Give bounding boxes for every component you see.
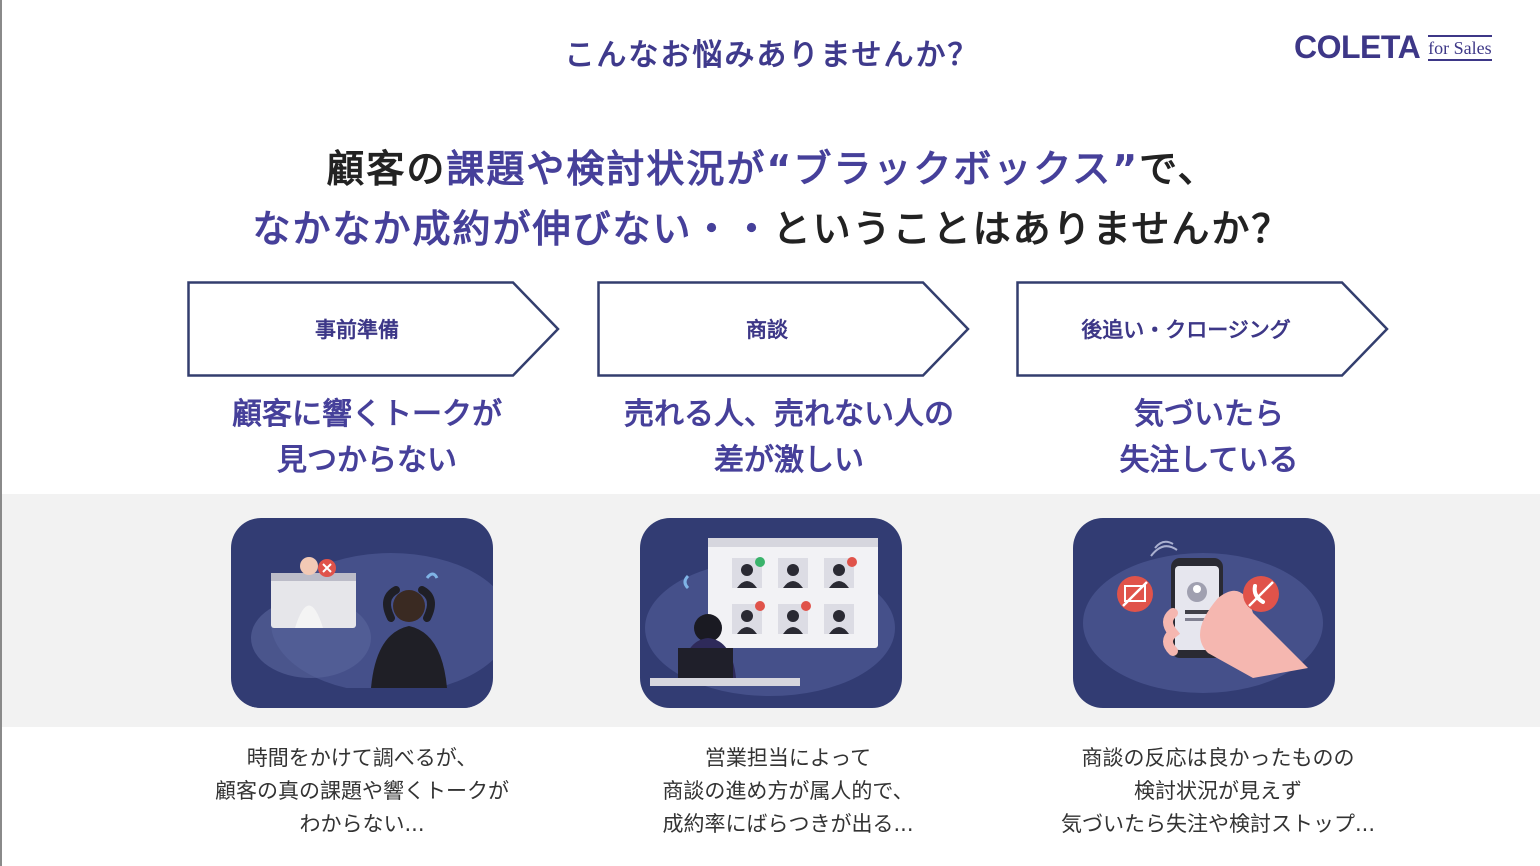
problem-line: 見つからない <box>277 443 457 478</box>
description-line: わからない... <box>299 812 425 836</box>
description-closing: 商談の反応は良かったものの 検討状況が見えず 気づいたら失注や検討ストップ... <box>998 742 1438 841</box>
problem-heading-negotiation: 売れる人、売れない人の 差が激しい <box>579 392 999 484</box>
description-line: 商談の進め方が属人的で、 <box>662 779 914 803</box>
logo-wordmark: COLETA <box>1294 29 1421 65</box>
problem-line: 差が激しい <box>714 443 864 478</box>
problem-line: 顧客に響くトークが <box>232 397 502 432</box>
brand-logo: COLETA for Sales <box>1294 30 1492 64</box>
problem-heading-preparation: 顧客に響くトークが 見つからない <box>157 392 577 484</box>
problem-line: 気づいたら <box>1134 397 1284 432</box>
problem-line: 失注している <box>1119 443 1299 478</box>
description-line: 顧客の真の課題や響くトークが <box>215 779 509 803</box>
headline-text: ということはありませんか？ <box>772 207 1292 251</box>
stage-label: 商談 <box>746 318 788 342</box>
chevron-arrow-shape <box>597 281 970 377</box>
description-line: 気づいたら失注や検討ストップ... <box>1060 812 1376 836</box>
chevron-arrow-shape <box>187 281 560 377</box>
description-negotiation: 営業担当によって 商談の進め方が属人的で、 成約率にばらつきが出る... <box>568 742 1008 841</box>
description-line: 検討状況が見えず <box>1134 779 1302 803</box>
chevron-arrow-shape <box>1016 281 1389 377</box>
description-line: 成約率にばらつきが出る... <box>662 812 914 836</box>
headline-line-1: 顧客の課題や検討状況が“ブラックボックス”で、 <box>2 138 1540 193</box>
headline-text: 顧客の <box>326 147 447 191</box>
description-preparation: 時間をかけて調べるが、 顧客の真の課題や響くトークが わからない... <box>142 742 582 841</box>
frustrated-person-researching-icon <box>231 518 493 708</box>
stage-arrow-closing: 後追い・クロージング <box>1016 281 1390 377</box>
headline-text: で、 <box>1139 147 1218 191</box>
stage-arrow-preparation: 事前準備 <box>187 281 561 377</box>
section-question: こんなお悩みありませんか？ <box>564 38 980 73</box>
headline-highlight: 課題や検討状況が“ブラックボックス” <box>446 147 1140 191</box>
stage-label: 後追い・クロージング <box>1081 318 1291 342</box>
video-meeting-grid-icon <box>640 518 902 708</box>
headline-highlight: なかなか成約が伸びない・・ <box>252 207 773 251</box>
problem-heading-closing: 気づいたら 失注している <box>999 392 1419 484</box>
stage-label: 事前準備 <box>315 318 399 342</box>
description-line: 時間をかけて調べるが、 <box>246 746 478 770</box>
stage-arrow-negotiation: 商談 <box>597 281 971 377</box>
description-line: 営業担当によって <box>704 746 872 770</box>
phone-missed-contact-icon <box>1073 518 1335 708</box>
problem-line: 売れる人、売れない人の <box>624 397 954 432</box>
logo-subtitle: for Sales <box>1428 35 1492 61</box>
headline-line-2: なかなか成約が伸びない・・ということはありませんか？ <box>2 198 1540 253</box>
description-line: 商談の反応は良かったものの <box>1081 746 1355 770</box>
